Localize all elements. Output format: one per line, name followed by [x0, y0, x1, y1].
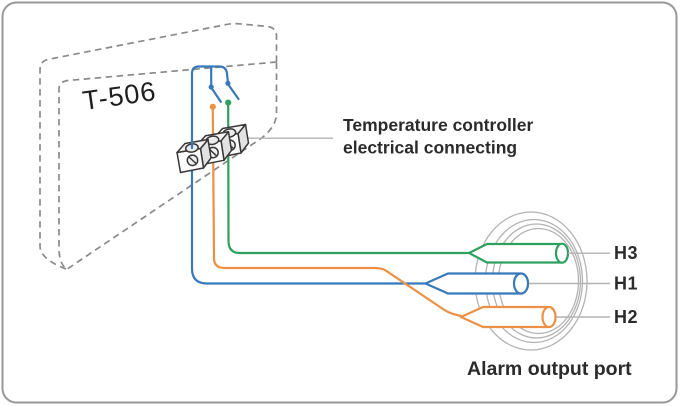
lug-orange-body	[459, 305, 557, 329]
switch-blade-2	[227, 83, 240, 101]
lug-blue-end	[512, 272, 530, 295]
switch-blade-1	[211, 87, 222, 103]
wire-lugs	[424, 242, 570, 329]
terminal-note: Temperature controller electrical connec…	[343, 115, 533, 158]
label-h2: H2	[614, 307, 638, 327]
switch1-pivot-dot	[208, 84, 214, 90]
switch2-pivot-dot	[225, 80, 231, 86]
lug-green-body	[467, 242, 568, 264]
switch2-contact-dot-green	[225, 99, 232, 106]
lug-orange-end	[541, 305, 557, 329]
wire-orange-run	[211, 106, 463, 318]
alarm-port-label: Alarm output port	[467, 358, 632, 380]
wire-runs	[190, 102, 471, 318]
alarm-port-rings	[474, 211, 588, 351]
internal-switches	[190, 65, 240, 150]
lug-green-end	[554, 242, 570, 264]
terminal-block	[176, 123, 250, 174]
blue-bus	[190, 65, 229, 150]
note-line-2: electrical connecting	[343, 138, 517, 158]
h-labels: H3 H1 H2	[614, 243, 638, 327]
label-h3: H3	[614, 243, 638, 263]
switch1-contact-dot-orange	[209, 103, 216, 110]
lug-blue-body	[424, 272, 530, 295]
cube1-screw-slot	[188, 156, 197, 165]
label-h1: H1	[614, 274, 638, 294]
h-leader-lines	[529, 252, 610, 318]
enclosure-outline-back	[39, 22, 278, 270]
note-line-1: Temperature controller	[343, 115, 533, 135]
cube2-screw-slot	[208, 148, 218, 157]
wire-blue-run	[190, 147, 427, 285]
wire-green-run	[227, 102, 471, 255]
